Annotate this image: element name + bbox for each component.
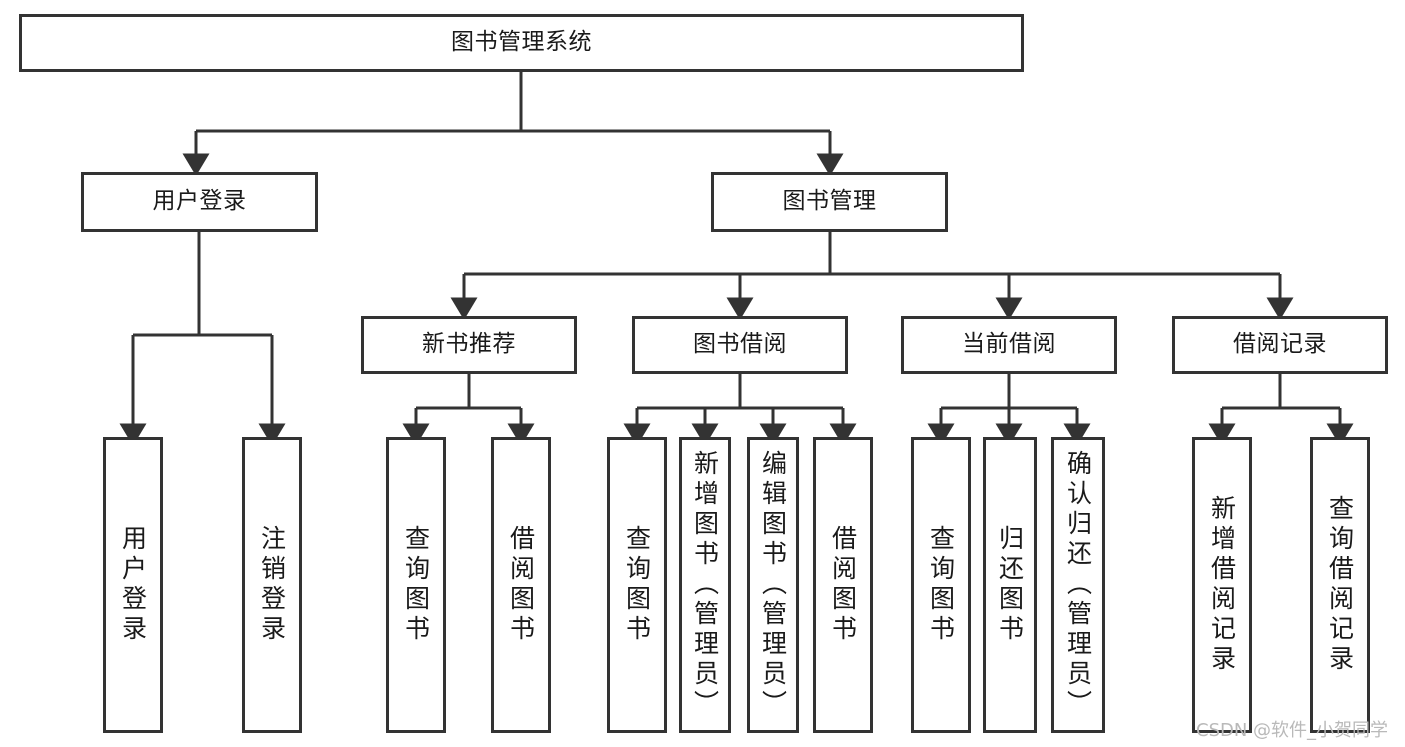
leaf-user-login-login[interactable]: 用户登录 — [103, 437, 163, 733]
node-label: 用户登录 — [118, 525, 148, 645]
node-label: 图书管理 — [782, 188, 877, 215]
leaf-borrow-borrow-book[interactable]: 借阅图书 — [813, 437, 873, 733]
node-book-borrow[interactable]: 图书借阅 — [632, 316, 848, 374]
leaf-record-add-borrow-record[interactable]: 新增借阅记录 — [1192, 437, 1252, 733]
node-book-management[interactable]: 图书管理 — [711, 172, 948, 232]
node-label: 当前借阅 — [962, 331, 1056, 358]
leaf-current-confirm-return-admin[interactable]: 确认归还（管理员） — [1051, 437, 1105, 733]
node-label: 归还图书 — [995, 525, 1025, 645]
leaf-current-return-book[interactable]: 归还图书 — [983, 437, 1037, 733]
node-label: 图书借阅 — [693, 331, 787, 358]
node-root-book-management-system[interactable]: 图书管理系统 — [19, 14, 1024, 72]
leaf-borrow-edit-book-admin[interactable]: 编辑图书（管理员） — [747, 437, 799, 733]
node-label: 借阅图书 — [828, 525, 858, 645]
node-label: 图书管理系统 — [451, 29, 592, 56]
leaf-user-login-logout[interactable]: 注销登录 — [242, 437, 302, 733]
node-label: 确认归还（管理员） — [1063, 450, 1093, 720]
node-label: 借阅图书 — [506, 525, 536, 645]
node-label: 查询图书 — [622, 525, 652, 645]
node-label: 查询图书 — [926, 525, 956, 645]
node-label: 用户登录 — [152, 188, 247, 215]
csdn-watermark: CSDN @软件_小贺同学 — [1196, 720, 1389, 741]
leaf-record-query-borrow-record[interactable]: 查询借阅记录 — [1310, 437, 1370, 733]
node-label: 注销登录 — [257, 525, 287, 645]
node-label: 借阅记录 — [1233, 331, 1327, 358]
node-label: 查询借阅记录 — [1325, 495, 1355, 675]
node-label: 编辑图书（管理员） — [758, 450, 788, 720]
node-label: 新书推荐 — [422, 331, 516, 358]
node-label: 新增借阅记录 — [1207, 495, 1237, 675]
node-borrow-record[interactable]: 借阅记录 — [1172, 316, 1388, 374]
leaf-current-query-book[interactable]: 查询图书 — [911, 437, 971, 733]
leaf-borrow-query-book[interactable]: 查询图书 — [607, 437, 667, 733]
leaf-recommend-borrow-book[interactable]: 借阅图书 — [491, 437, 551, 733]
node-label: 新增图书（管理员） — [690, 450, 720, 720]
leaf-borrow-add-book-admin[interactable]: 新增图书（管理员） — [679, 437, 731, 733]
node-new-book-recommend[interactable]: 新书推荐 — [361, 316, 577, 374]
leaf-recommend-query-book[interactable]: 查询图书 — [386, 437, 446, 733]
node-current-borrow[interactable]: 当前借阅 — [901, 316, 1117, 374]
node-label: 查询图书 — [401, 525, 431, 645]
node-user-login[interactable]: 用户登录 — [81, 172, 318, 232]
